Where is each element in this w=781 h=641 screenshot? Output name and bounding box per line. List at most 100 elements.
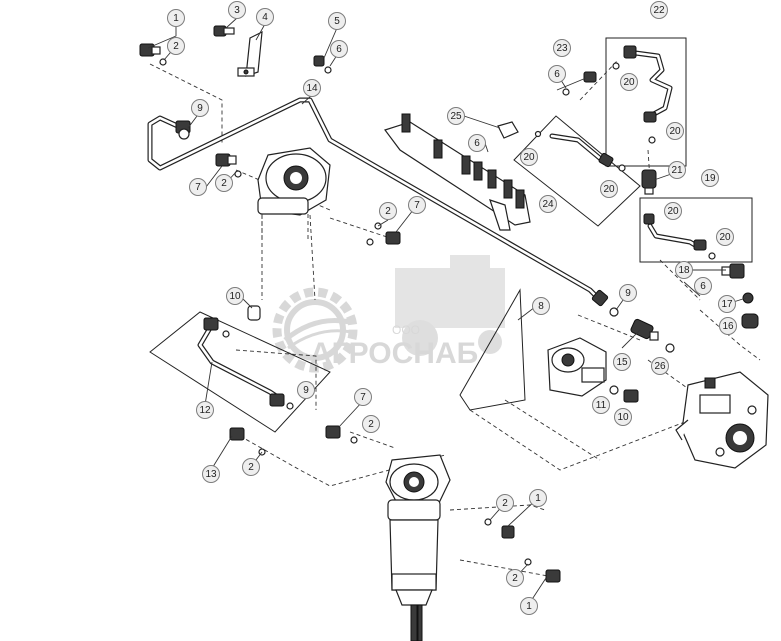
callout-label: 20 — [623, 77, 635, 88]
callout-label: 9 — [303, 385, 309, 396]
callout-circle — [532, 297, 550, 315]
callout-label: 2 — [221, 178, 227, 189]
callout-9: 9 — [297, 381, 315, 399]
callout-1: 1 — [529, 489, 547, 507]
callout-circle — [520, 148, 538, 166]
callout-circle — [718, 295, 736, 313]
group-box-8 — [459, 288, 526, 411]
callout-20: 20 — [520, 148, 538, 166]
fitting-15 — [630, 318, 659, 341]
washer-9-upper — [178, 128, 190, 140]
callout-circle — [520, 597, 538, 615]
fitting-1-upper — [139, 43, 167, 66]
callout-label: 6 — [700, 281, 706, 292]
callout-circle — [650, 1, 668, 19]
callout-label: 12 — [199, 405, 211, 416]
fitting-7-lower — [325, 425, 358, 444]
fitting-18 — [721, 263, 745, 279]
callout-20: 20 — [666, 122, 684, 140]
callout-label: 20 — [719, 232, 731, 243]
callout-11: 11 — [592, 396, 610, 414]
callout-label: 2 — [248, 462, 254, 473]
callout-1: 1 — [167, 9, 185, 27]
callout-1: 1 — [520, 597, 538, 615]
callout-20: 20 — [716, 228, 734, 246]
callout-label: 2 — [512, 573, 518, 584]
callout-14: 14 — [303, 79, 321, 97]
callout-circle — [539, 195, 557, 213]
callout-circle — [191, 99, 209, 117]
callout-6: 6 — [548, 65, 566, 83]
callout-label: 4 — [262, 12, 268, 23]
callout-circle — [600, 180, 618, 198]
group-boxes — [149, 37, 753, 433]
callout-circle — [362, 415, 380, 433]
callout-label: 2 — [368, 419, 374, 430]
fuel-rail — [384, 113, 542, 231]
callout-label: 1 — [526, 601, 532, 612]
callout-circle — [379, 202, 397, 220]
callout-label: 20 — [667, 206, 679, 217]
callout-circle — [226, 287, 244, 305]
callout-6: 6 — [468, 134, 486, 152]
callout-circle — [202, 465, 220, 483]
fitting-21 — [641, 169, 657, 195]
callout-circle — [297, 381, 315, 399]
callout-label: 3 — [234, 5, 240, 16]
callout-23: 23 — [553, 39, 571, 57]
callout-18: 18 — [675, 261, 693, 279]
callout-circle — [228, 1, 246, 19]
callout-2: 2 — [215, 174, 233, 192]
fitting-7-upper — [215, 153, 242, 178]
callout-6: 6 — [694, 277, 712, 295]
group-box-19 — [639, 197, 753, 263]
callout-circle — [468, 134, 486, 152]
callout-25: 25 — [447, 107, 465, 125]
callout-13: 13 — [202, 465, 220, 483]
injection-line-19 — [643, 213, 716, 260]
fitting-5 — [313, 55, 332, 74]
callout-label: 24 — [542, 199, 554, 210]
group-box-24 — [513, 115, 641, 227]
callout-20: 20 — [620, 73, 638, 91]
callout-circle — [694, 277, 712, 295]
callout-circle — [447, 107, 465, 125]
callout-10: 10 — [226, 287, 244, 305]
callout-7: 7 — [189, 178, 207, 196]
callout-5: 5 — [328, 12, 346, 30]
callout-circle — [666, 122, 684, 140]
callout-19: 19 — [701, 169, 719, 187]
plug-10-left — [247, 305, 261, 321]
fuel-filter-head-upper — [257, 147, 331, 240]
callout-label: 2 — [502, 498, 508, 509]
callout-label: 20 — [523, 152, 535, 163]
callout-16: 16 — [719, 317, 737, 335]
callout-circle — [196, 401, 214, 419]
bracket-4 — [237, 30, 263, 77]
callout-4: 4 — [256, 8, 274, 26]
callout-circle — [408, 196, 426, 214]
callout-6: 6 — [330, 40, 348, 58]
watermark: ООО АГРОСНАБ — [272, 255, 505, 373]
callout-circle — [548, 65, 566, 83]
callout-label: 15 — [616, 357, 628, 368]
callout-label: 25 — [450, 111, 462, 122]
callout-circle — [167, 37, 185, 55]
callout-circle — [553, 39, 571, 57]
callout-label: 2 — [173, 41, 179, 52]
callout-label: 23 — [556, 43, 568, 54]
callout-24: 24 — [539, 195, 557, 213]
callout-label: 6 — [336, 44, 342, 55]
callout-26: 26 — [651, 357, 669, 375]
group-box-22 — [605, 37, 687, 167]
washer-26 — [665, 343, 675, 353]
callout-label: 7 — [195, 182, 201, 193]
callout-label: 17 — [721, 299, 733, 310]
callout-circle — [619, 284, 637, 302]
watermark-harvester-icon — [395, 255, 505, 356]
washer-17 — [742, 292, 754, 304]
callout-label: 21 — [671, 165, 683, 176]
callout-circle — [614, 408, 632, 426]
callout-circle — [506, 569, 524, 587]
